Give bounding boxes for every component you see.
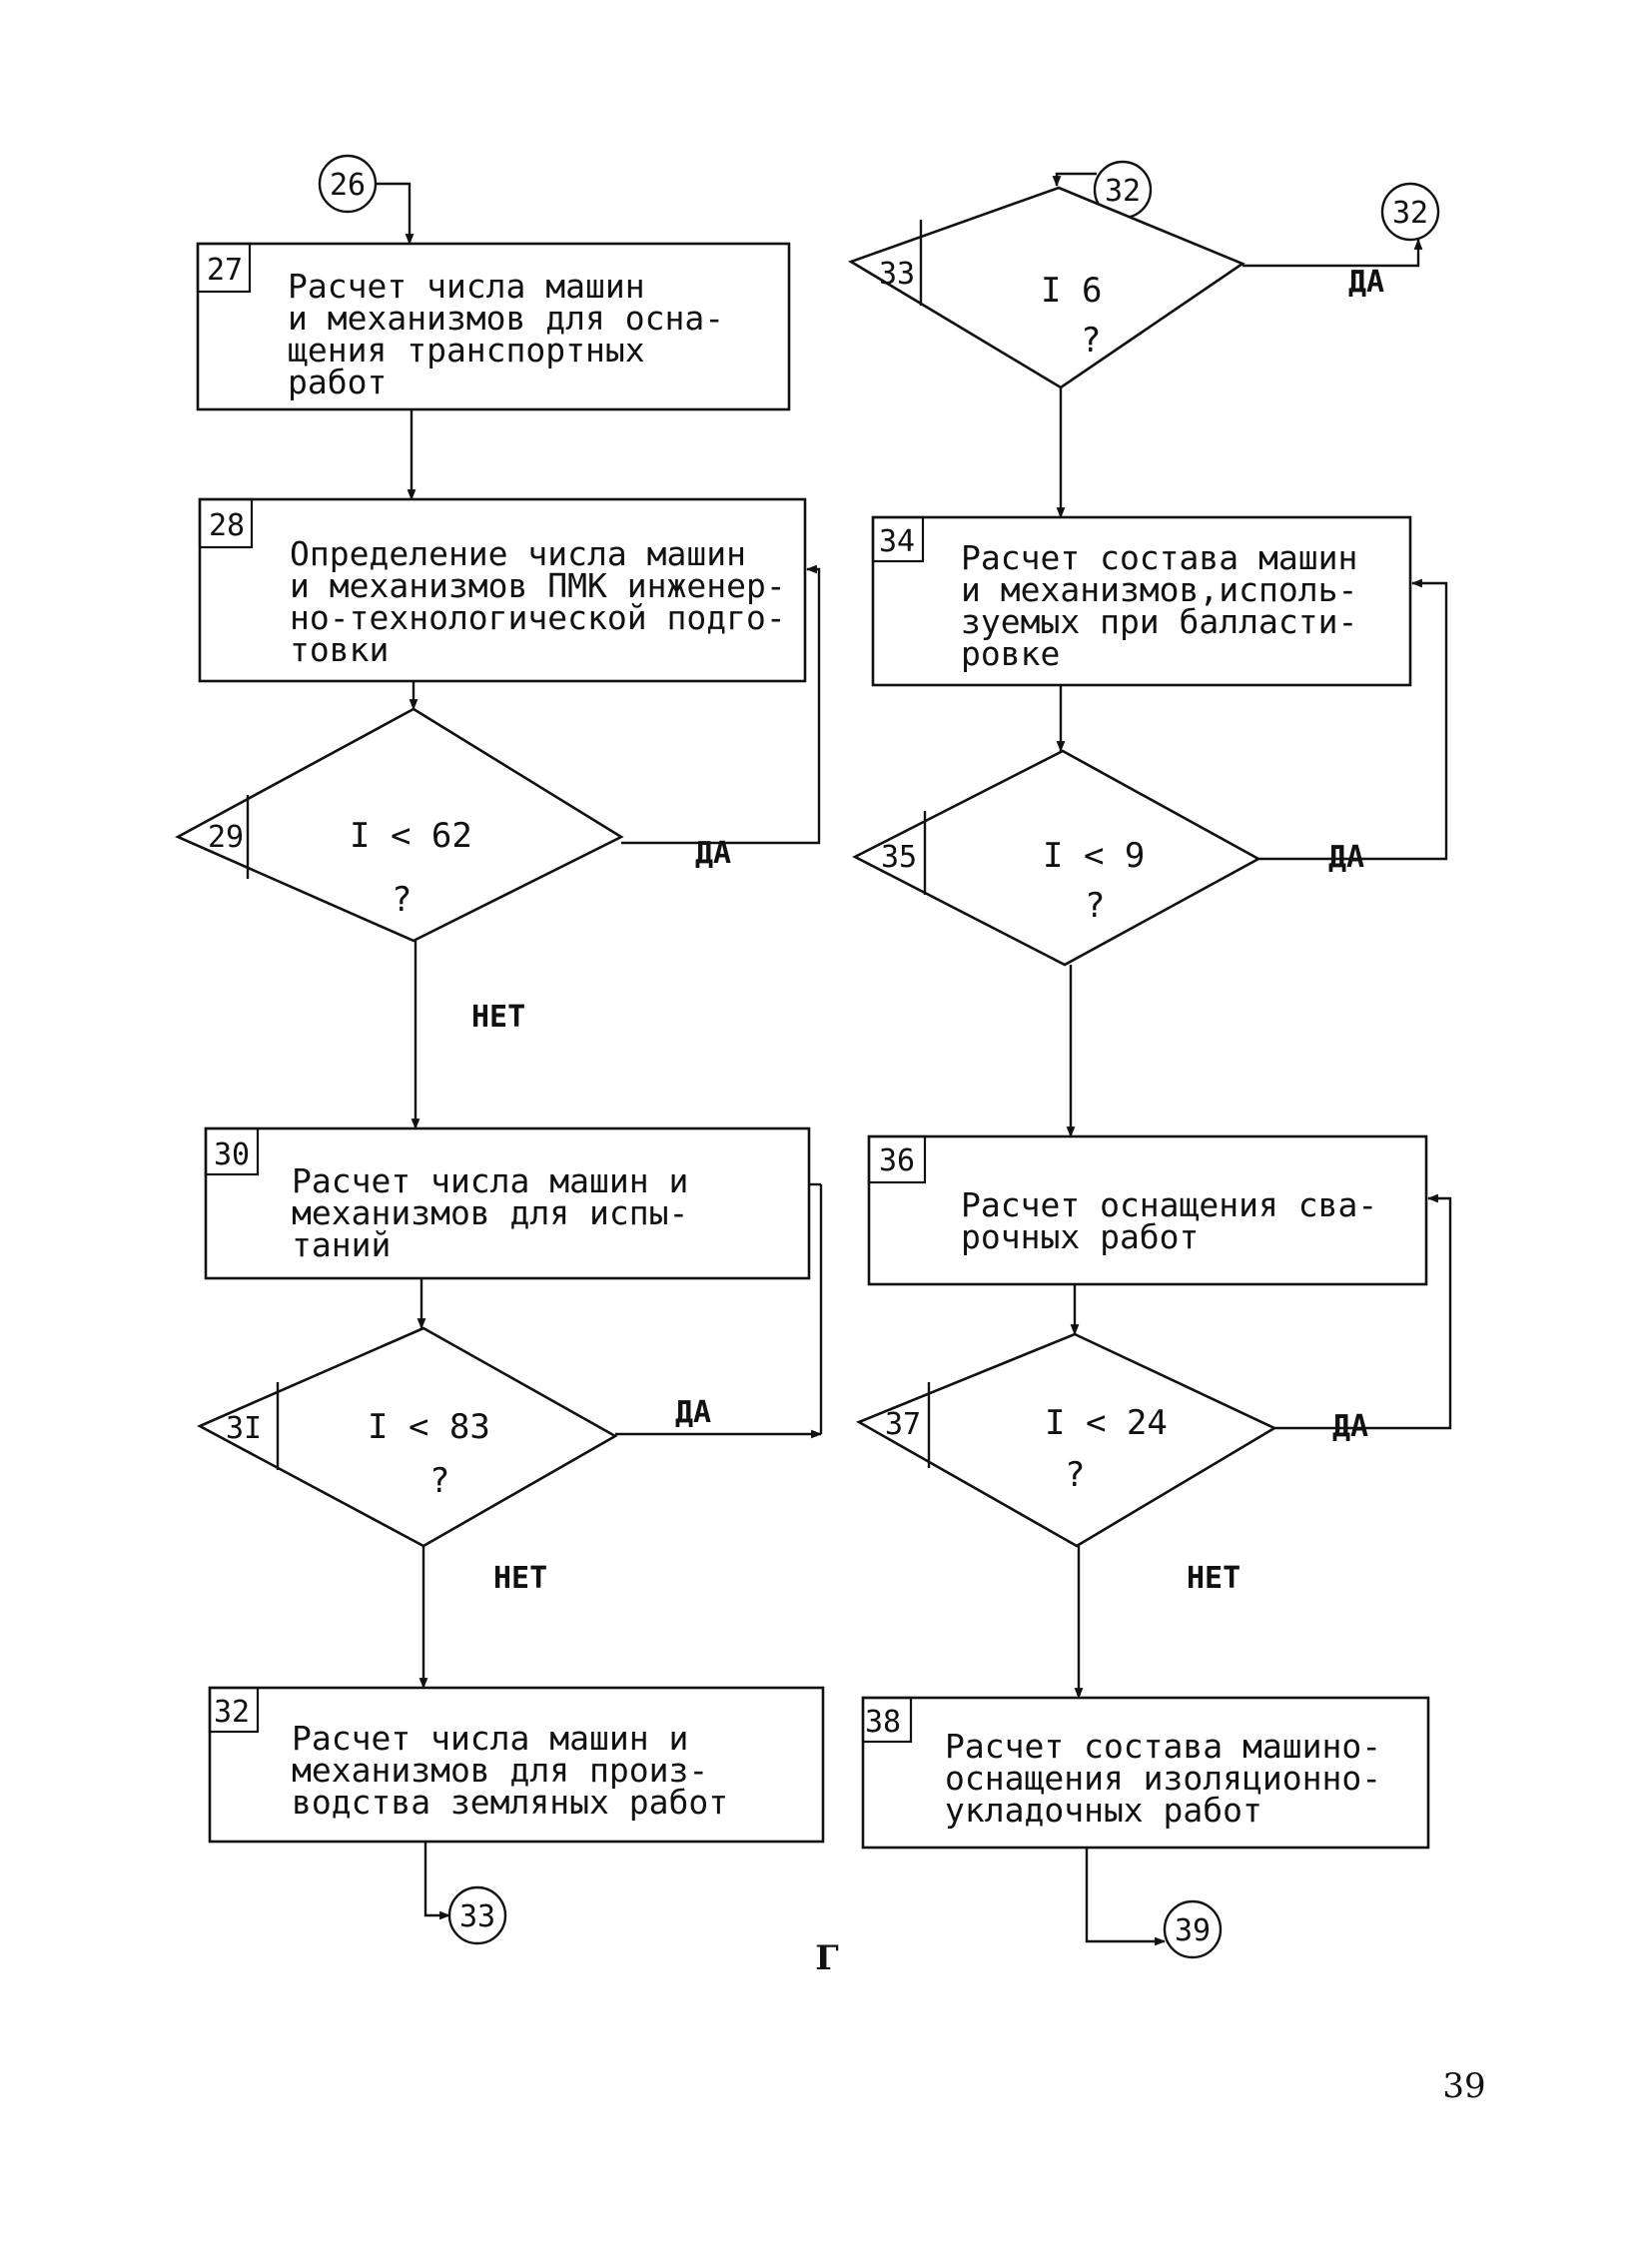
- arrow-35-yes-loop: [1258, 578, 1448, 861]
- decision-35-question: ?: [1085, 886, 1105, 926]
- page-number: 39: [1442, 2066, 1485, 2106]
- decision-29-no-label: НЕТ: [471, 1000, 525, 1035]
- decision-33-yes-label: ДА: [1348, 265, 1384, 300]
- block-27-line-2: и механизмов для осна-: [288, 299, 724, 338]
- block-34-number: 34: [879, 524, 915, 559]
- decision-37: 37 I < 24 ?: [856, 1332, 1277, 1548]
- connector-26: 26: [318, 154, 378, 214]
- block-30-line-2: механизмов для испы-: [292, 1193, 688, 1232]
- arrow-37-yes-loop: [1274, 1193, 1452, 1430]
- decision-29-yes-label: ДА: [695, 836, 731, 871]
- block-32-line-3: водства земляных работ: [292, 1783, 728, 1822]
- arrow-33-yes: [1242, 238, 1423, 268]
- block-30-line-3: таний: [292, 1225, 391, 1264]
- block-38-line-1: Расчет состава машино-: [945, 1727, 1381, 1766]
- figure-label: Г: [815, 1938, 839, 1978]
- block-34: 34 Расчет состава машин и механизмов,исп…: [871, 515, 1412, 687]
- block-34-line-2: и механизмов,исполь-: [961, 570, 1357, 609]
- block-38: 38 Расчет состава машино- оснащения изол…: [861, 1696, 1430, 1850]
- decision-31-condition: I < 83: [368, 1407, 490, 1447]
- block-38-line-2: оснащения изоляционно-: [945, 1759, 1381, 1798]
- decision-29-number: 29: [208, 820, 244, 855]
- connector-39: 39: [1163, 1899, 1223, 1959]
- block-36: 36 Расчет оснащения сва- рочных работ: [867, 1134, 1428, 1286]
- block-27: 27 Расчет числа машин и механизмов для о…: [196, 242, 791, 411]
- decision-35-yes-label: ДА: [1328, 840, 1364, 875]
- block-36-line-1: Расчет оснащения сва-: [961, 1185, 1377, 1224]
- decision-31-number: 3I: [226, 1411, 262, 1446]
- decision-33-question: ?: [1081, 321, 1101, 361]
- block-30-number: 30: [214, 1137, 250, 1172]
- decision-29: 29 I < 62 ?: [175, 707, 624, 943]
- block-28: 28 Определение числа машин и механизмов …: [198, 497, 807, 683]
- block-28-line-1: Определение числа машин: [290, 534, 746, 573]
- connector-33-label: 33: [459, 1899, 495, 1934]
- decision-31-no-label: НЕТ: [493, 1561, 547, 1596]
- block-32-line-2: механизмов для произ-: [292, 1751, 708, 1790]
- decision-33-condition: I 6: [1041, 271, 1102, 311]
- decision-33-number: 33: [879, 257, 915, 292]
- connector-32-entry-label: 32: [1105, 174, 1141, 209]
- block-34-line-1: Расчет состава машин: [961, 538, 1357, 577]
- decision-33: 33 I 6 ?: [847, 186, 1245, 389]
- block-28-number: 28: [209, 508, 245, 543]
- decision-35: 35 I < 9 ?: [852, 749, 1261, 967]
- block-38-number: 38: [865, 1705, 901, 1740]
- block-28-line-2: и механизмов ПМК инженер-: [290, 566, 786, 605]
- block-34-line-4: ровке: [961, 634, 1060, 673]
- decision-37-yes-label: ДА: [1332, 1409, 1368, 1444]
- block-30-line-1: Расчет числа машин и: [292, 1161, 688, 1200]
- connector-26-label: 26: [330, 168, 366, 203]
- block-38-line-3: укладочных работ: [945, 1791, 1262, 1830]
- connector-33: 33: [447, 1885, 507, 1945]
- decision-37-question: ?: [1065, 1455, 1085, 1495]
- block-30: 30 Расчет числа машин и механизмов для и…: [204, 1126, 811, 1280]
- block-27-line-3: щения транспортных: [288, 331, 645, 370]
- arrow-26-to-27: [376, 182, 414, 246]
- block-36-line-2: рочных работ: [961, 1217, 1199, 1256]
- decision-37-number: 37: [885, 1407, 921, 1442]
- block-28-line-3: но-технологической подго-: [290, 598, 786, 637]
- arrow-32-entry: [1052, 172, 1097, 188]
- decision-35-number: 35: [881, 840, 917, 875]
- block-27-number: 27: [207, 253, 243, 288]
- decision-29-condition: I < 62: [350, 816, 472, 856]
- connector-32-out: 32: [1380, 182, 1440, 242]
- decision-35-condition: I < 9: [1043, 836, 1145, 876]
- block-28-line-4: товки: [290, 630, 389, 669]
- decision-37-condition: I < 24: [1045, 1403, 1168, 1443]
- block-34-line-3: зуемых при балласти-: [961, 602, 1357, 641]
- decision-37-no-label: НЕТ: [1187, 1561, 1240, 1596]
- decision-31-question: ?: [429, 1461, 449, 1501]
- block-27-line-4: работ: [288, 363, 387, 401]
- arrow-29-yes-loop: [621, 564, 821, 845]
- decision-31: 3I I < 83 ?: [197, 1326, 618, 1548]
- connector-39-label: 39: [1175, 1913, 1211, 1948]
- block-27-line-1: Расчет числа машин: [288, 267, 645, 306]
- block-32: 32 Расчет числа машин и механизмов для п…: [208, 1686, 825, 1844]
- connector-32-out-label: 32: [1392, 196, 1428, 231]
- block-32-line-1: Расчет числа машин и: [292, 1719, 688, 1758]
- block-36-number: 36: [879, 1143, 915, 1178]
- decision-31-yes-label: ДА: [675, 1395, 711, 1430]
- arrow-32-to-33: [423, 1842, 451, 1920]
- decision-29-question: ?: [392, 880, 412, 920]
- block-32-number: 32: [214, 1695, 250, 1730]
- arrow-38-to-39: [1085, 1848, 1167, 1946]
